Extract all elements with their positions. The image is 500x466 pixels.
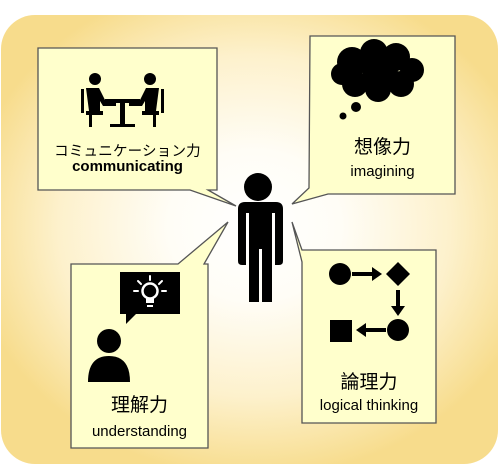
imagining-label-en: imagining (350, 163, 415, 180)
logical-label-jp: 論理力 (340, 371, 398, 393)
communicating-label-jp: コミュニケーション力 (54, 144, 201, 160)
callout-communicating (37, 47, 237, 207)
meeting-table-icon (81, 73, 164, 127)
communicating-label-en: communicating (72, 158, 183, 175)
flowchart-icon (329, 262, 410, 342)
logical-label-en: logical thinking (319, 397, 419, 414)
understanding-label-en: understanding (91, 423, 188, 440)
callout-understanding (70, 221, 229, 449)
imagining-label-jp: 想像力 (353, 136, 411, 158)
person-icon (238, 173, 283, 302)
understanding-label-jp: 理解力 (110, 394, 168, 416)
thought-cloud-icon (331, 39, 424, 120)
person-idea-icon (88, 272, 180, 382)
